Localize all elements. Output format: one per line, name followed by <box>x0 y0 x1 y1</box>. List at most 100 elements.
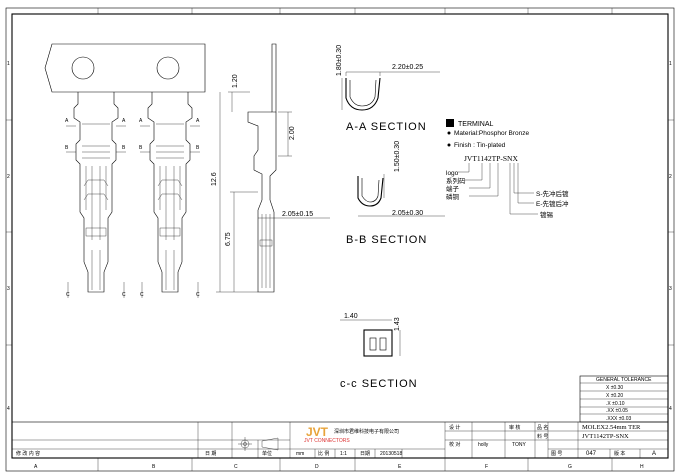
logo-text: JVT <box>306 425 329 439</box>
legend-logo: logo <box>446 170 459 177</box>
label-modify: 修 改 内 容 <box>16 450 40 457</box>
section-cc-title: c-c SECTION <box>340 378 418 390</box>
legend-terminal: 端子 <box>446 184 460 193</box>
logo-subtext: JVT CONNECTORS <box>304 438 350 444</box>
company-name: 深圳市君维科技电子有限公司 <box>334 428 399 435</box>
pilot-hole-right <box>156 56 180 80</box>
bullet-icon <box>447 143 451 147</box>
cut-label-b-4: B <box>196 145 200 151</box>
label-ratio: 比 例 <box>318 450 329 457</box>
cut-label-b-3: B <box>139 145 143 151</box>
pilot-hole-left <box>71 56 95 80</box>
projection-symbol-icon <box>238 437 279 451</box>
label-drawing-name: 品 名 <box>537 424 548 431</box>
legend-tin: 镀锡 <box>540 210 554 219</box>
tolerance-row-5: .XXX ±0.03 <box>606 416 631 422</box>
tolerance-table: GENERAL TOLERANCE X ±0.30 X ±0.20 .X ±0.… <box>579 375 669 423</box>
cut-label-a-4: A <box>196 118 200 124</box>
cut-label-a-2: A <box>122 118 126 124</box>
terminal-left <box>73 92 119 293</box>
cut-label-c-4: C <box>196 292 200 298</box>
terminal-notes: TERMINAL Material:Phosphor Bronze Finish… <box>446 119 569 219</box>
designer-name: holly <box>478 442 489 448</box>
label-date2: 日期 <box>360 451 370 457</box>
dim-side-mid: 2.00 <box>289 126 296 140</box>
grid-row-3-right: 3 <box>669 286 672 292</box>
label-drawing-code: 料 号 <box>537 433 548 440</box>
section-bb: 1.50±0.30 2.05±0.30 B-B SECTION <box>346 141 445 246</box>
dim-aa-height: 1.80±0.30 <box>336 45 343 76</box>
tolerance-row-4: .XX ±0.05 <box>606 408 628 414</box>
label-design: 设 计 <box>449 424 460 431</box>
grid-row-2: 2 <box>7 174 10 180</box>
grid-col-f: F <box>485 464 488 470</box>
cut-label-a-3: A <box>139 118 143 124</box>
cut-label-c-3: C <box>140 292 144 298</box>
side-view: 1.20 2.00 12.6 6.75 2.05±0.15 <box>211 43 330 293</box>
section-cc: 1.40 1.43 c-c SECTION <box>340 313 418 390</box>
tolerance-row-2: X ±0.20 <box>606 393 623 399</box>
bullet-icon <box>447 131 451 135</box>
date-value: 20130518 <box>380 451 402 457</box>
dim-bb-width: 2.05±0.30 <box>392 210 423 217</box>
grid-row-labels: 1 2 3 4 1 2 3 4 <box>7 61 672 412</box>
cut-label-b-1: B <box>65 145 69 151</box>
checker-name: TONY <box>512 442 526 448</box>
label-unit: 单位 <box>262 450 272 457</box>
drawing-number: JVT1142TP-SNX <box>582 433 629 440</box>
legend-e: E-先镀后冲 <box>536 199 569 208</box>
grid-col-a: A <box>34 464 38 470</box>
grid-col-h: H <box>640 464 644 470</box>
note-terminal: TERMINAL <box>458 121 494 128</box>
dim-aa-width: 2.20±0.25 <box>392 64 423 71</box>
drawing-title: MOLEX2.54mm TER <box>582 424 641 431</box>
cut-line-aa: A A A A <box>65 118 200 127</box>
label-version: 版 本 <box>614 450 625 457</box>
section-bb-title: B-B SECTION <box>346 234 427 246</box>
grid-row-2-right: 2 <box>669 174 672 180</box>
cut-label-c-1: C <box>66 292 70 298</box>
cut-label-b-2: B <box>122 145 126 151</box>
grid-row-1-right: 1 <box>669 61 672 67</box>
scale-value: 1:1 <box>340 451 347 457</box>
legend-copper: 磷铜 <box>446 192 460 201</box>
note-material: Material:Phosphor Bronze <box>454 130 530 137</box>
grid-col-g: G <box>568 464 572 470</box>
label-date: 日 期 <box>205 451 216 457</box>
page-number: 047 <box>586 451 597 457</box>
note-finish: Finish : Tin-plated <box>454 142 506 149</box>
note-part-code: JVT1142TP-SNX <box>464 154 518 163</box>
label-approve: 审 核 <box>509 424 520 431</box>
cut-line-cc: C C C C <box>66 282 200 298</box>
dim-cc-width: 1.40 <box>344 313 358 320</box>
cut-line-bb: B B B B <box>65 145 200 153</box>
drawing-frame <box>5 7 675 472</box>
grid-col-b: B <box>152 464 156 470</box>
grid-col-d: D <box>315 464 319 470</box>
label-check: 校 对 <box>449 441 460 448</box>
label-figure-no: 图 号 <box>551 451 562 457</box>
grid-row-3: 3 <box>7 286 10 292</box>
tolerance-row-3: .X ±0.10 <box>606 401 625 407</box>
grid-row-4: 4 <box>7 406 10 412</box>
terminal-right <box>147 92 193 293</box>
dim-side-lower: 6.75 <box>225 232 232 246</box>
terminal-square-icon <box>446 119 454 127</box>
grid-row-1: 1 <box>7 61 10 67</box>
title-block: JVT JVT CONNECTORS 深圳市君维科技电子有限公司 修 改 内 容… <box>11 421 669 459</box>
grid-col-e: E <box>398 464 402 470</box>
section-aa-title: A-A SECTION <box>346 121 427 133</box>
dim-side-top: 1.20 <box>232 74 239 88</box>
carrier-strip <box>44 43 206 93</box>
dim-bb-height: 1.50±0.30 <box>394 141 401 172</box>
tolerance-row-1: X ±0.30 <box>606 385 623 391</box>
cut-label-c-2: C <box>122 292 126 298</box>
dim-side-total: 12.6 <box>211 172 218 186</box>
section-aa: 1.80±0.30 2.20±0.25 A-A SECTION <box>336 45 440 133</box>
cut-label-a-1: A <box>65 118 69 124</box>
legend-s: S-先冲后镀 <box>536 189 569 198</box>
grid-col-c: C <box>234 464 238 470</box>
grid-column-labels: A B C D E F G H <box>34 464 644 470</box>
revision-value: A <box>652 451 656 457</box>
